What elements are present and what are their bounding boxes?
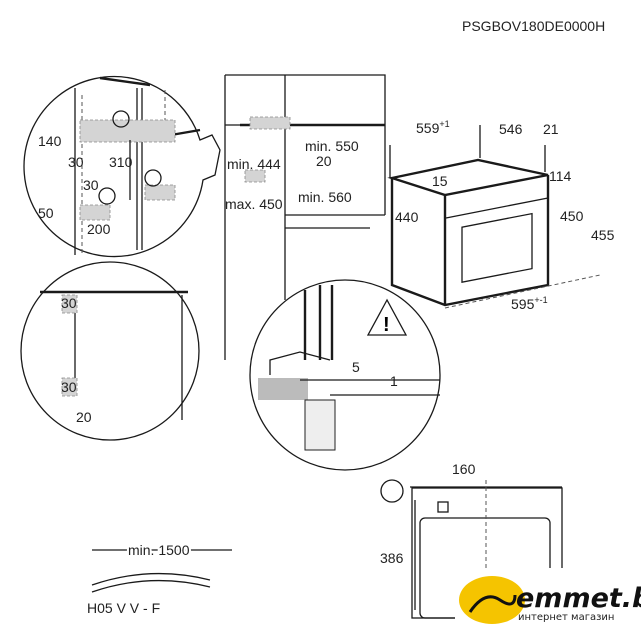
dim-20: 20 bbox=[316, 153, 332, 169]
dim-160: 160 bbox=[452, 461, 476, 477]
detail-outlet-positions: 140 30 310 30 50 200 bbox=[23, 75, 221, 258]
power-outlet-icon bbox=[112, 110, 130, 128]
dim-1: 1 bbox=[390, 373, 398, 389]
cable-type-label: H05 V V - F bbox=[87, 600, 160, 616]
power-outlet-icon bbox=[144, 169, 162, 187]
detail-circle bbox=[23, 75, 221, 258]
dim-386: 386 bbox=[380, 550, 404, 566]
dim-455: 455 bbox=[591, 227, 615, 243]
power-outlet-icon bbox=[380, 479, 404, 503]
cabinet-niche: min. 444 max. 450 min. 550 20 min. 560 bbox=[224, 74, 386, 360]
dim-114: 114 bbox=[549, 168, 572, 184]
oven-dimensions: 559+1 546 21 15 114 440 450 455 595+-1 bbox=[387, 119, 615, 312]
warning-exclamation: ! bbox=[383, 314, 390, 336]
dim-200: 200 bbox=[87, 221, 111, 237]
warning-icon bbox=[366, 298, 408, 336]
dim-559: 559+1 bbox=[416, 119, 450, 136]
model-code: PSGBOV180DE0000H bbox=[462, 18, 605, 34]
dim-440: 440 bbox=[395, 209, 419, 225]
dim-140: 140 bbox=[38, 133, 62, 149]
brand-name: emmet.by bbox=[516, 583, 641, 614]
dim-min-560: min. 560 bbox=[298, 189, 352, 205]
detail-shelf: ! 5 1 bbox=[249, 279, 441, 471]
dim-30-top: 30 bbox=[68, 154, 84, 170]
dim-min-1500: min. 1500 bbox=[128, 542, 190, 558]
dim-310: 310 bbox=[109, 154, 133, 170]
dim-546: 546 bbox=[499, 121, 523, 137]
dim-min-550: min. 550 bbox=[305, 138, 359, 154]
dim-20: 20 bbox=[76, 409, 92, 425]
dim-min-444: min. 444 bbox=[227, 156, 281, 172]
watermark-logo: emmet.by интернет магазин bbox=[455, 568, 641, 640]
dim-5: 5 bbox=[352, 359, 360, 375]
dim-30-bottom: 30 bbox=[61, 379, 77, 395]
brand-tagline: интернет магазин bbox=[518, 612, 614, 623]
detail-circle bbox=[249, 279, 441, 471]
bee-logo-icon bbox=[459, 576, 525, 624]
detail-circle bbox=[20, 261, 200, 441]
dim-50: 50 bbox=[38, 205, 54, 221]
dim-21: 21 bbox=[543, 121, 559, 137]
detail-side-clearance: 30 30 20 bbox=[20, 261, 200, 441]
dim-30-top: 30 bbox=[61, 295, 77, 311]
dim-450: 450 bbox=[560, 208, 584, 224]
dim-max-450: max. 450 bbox=[225, 196, 283, 212]
dim-15: 15 bbox=[432, 173, 448, 189]
dim-595: 595+-1 bbox=[511, 295, 548, 312]
power-outlet-icon bbox=[98, 187, 116, 205]
power-cable: min. 1500 H05 V V - F bbox=[87, 540, 232, 616]
dim-30-bottom: 30 bbox=[83, 177, 99, 193]
